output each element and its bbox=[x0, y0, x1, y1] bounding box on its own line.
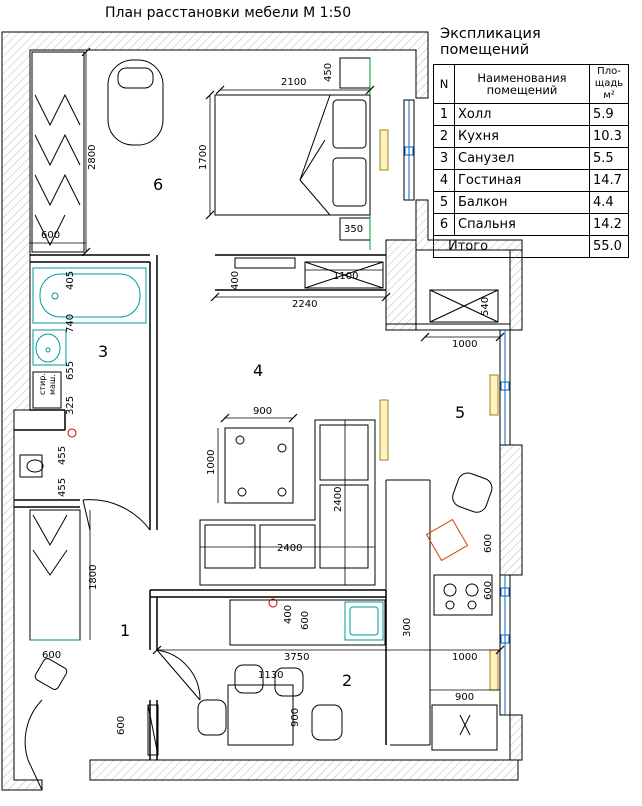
dimension-labels: 2100 1700 450 350 2800 600 400 1100 2240… bbox=[41, 63, 494, 735]
svg-text:1000: 1000 bbox=[452, 652, 477, 663]
svg-text:1000: 1000 bbox=[206, 450, 217, 475]
svg-text:300: 300 bbox=[402, 618, 413, 637]
svg-text:540: 540 bbox=[480, 297, 491, 316]
svg-text:2100: 2100 bbox=[281, 77, 306, 88]
svg-text:655: 655 bbox=[65, 361, 76, 380]
svg-text:400: 400 bbox=[230, 271, 241, 290]
svg-text:405: 405 bbox=[65, 271, 76, 290]
wardrobe-corridor bbox=[304, 261, 384, 289]
svg-text:900: 900 bbox=[455, 692, 474, 703]
svg-text:740: 740 bbox=[65, 314, 76, 333]
room-label-2: 2 bbox=[342, 671, 352, 690]
plan-title: План расстановки мебели М 1:50 bbox=[105, 5, 352, 21]
toilet bbox=[19, 454, 44, 478]
explication-title: Экспликация помещений bbox=[440, 26, 541, 58]
svg-text:400: 400 bbox=[283, 605, 294, 624]
interior-walls bbox=[14, 254, 387, 760]
svg-text:1130: 1130 bbox=[258, 670, 283, 681]
sink-bathroom bbox=[32, 329, 67, 366]
svg-text:2240: 2240 bbox=[292, 299, 317, 310]
svg-text:455: 455 bbox=[57, 478, 68, 497]
windows bbox=[403, 99, 511, 716]
dimension-lines bbox=[30, 52, 500, 691]
svg-text:600: 600 bbox=[483, 581, 494, 600]
washing-machine bbox=[32, 371, 62, 409]
bathtub bbox=[32, 267, 147, 324]
room-label-1: 1 bbox=[120, 621, 130, 640]
svg-text:1800: 1800 bbox=[88, 565, 99, 590]
svg-text:325: 325 bbox=[65, 396, 76, 415]
svg-text:2400: 2400 bbox=[333, 487, 344, 512]
room-label-3: 3 bbox=[98, 342, 108, 361]
svg-text:2400: 2400 bbox=[277, 543, 302, 554]
svg-text:600: 600 bbox=[116, 716, 127, 735]
svg-text:900: 900 bbox=[290, 708, 301, 727]
wardrobe-bedroom bbox=[31, 51, 85, 253]
svg-text:маш.: маш. bbox=[48, 374, 57, 395]
dining-table bbox=[197, 664, 343, 746]
svg-text:1700: 1700 bbox=[198, 145, 209, 170]
svg-text:900: 900 bbox=[253, 406, 272, 417]
doors bbox=[24, 257, 296, 791]
room-label-5: 5 bbox=[455, 403, 465, 422]
svg-text:1100: 1100 bbox=[333, 271, 358, 282]
svg-text:455: 455 bbox=[57, 446, 68, 465]
svg-text:1000: 1000 bbox=[452, 339, 477, 350]
room-label-6: 6 bbox=[153, 175, 163, 194]
svg-text:стир.: стир. bbox=[38, 373, 47, 395]
kitchen-counter bbox=[229, 574, 498, 751]
svg-text:450: 450 bbox=[323, 63, 334, 82]
svg-text:3750: 3750 bbox=[284, 652, 309, 663]
bed bbox=[214, 94, 371, 216]
svg-text:600: 600 bbox=[42, 650, 61, 661]
armchair-bedroom bbox=[107, 59, 164, 146]
armchair-hall bbox=[34, 658, 159, 756]
svg-text:600: 600 bbox=[300, 611, 311, 630]
dimension-ticks bbox=[81, 47, 505, 655]
radiators bbox=[379, 129, 499, 691]
svg-text:600: 600 bbox=[483, 534, 494, 553]
riser-bathroom bbox=[67, 428, 77, 438]
svg-text:600: 600 bbox=[41, 230, 60, 241]
balcony-furniture bbox=[425, 289, 499, 562]
svg-text:2800: 2800 bbox=[87, 145, 98, 170]
room-label-4: 4 bbox=[253, 361, 263, 380]
sofa bbox=[199, 419, 376, 586]
exterior-walls bbox=[1, 31, 523, 791]
nightstands bbox=[339, 57, 371, 250]
washer-label: стир. маш. bbox=[38, 373, 57, 395]
coffee-table bbox=[224, 427, 294, 504]
wardrobe-hall bbox=[29, 509, 81, 641]
svg-text:350: 350 bbox=[344, 224, 363, 235]
